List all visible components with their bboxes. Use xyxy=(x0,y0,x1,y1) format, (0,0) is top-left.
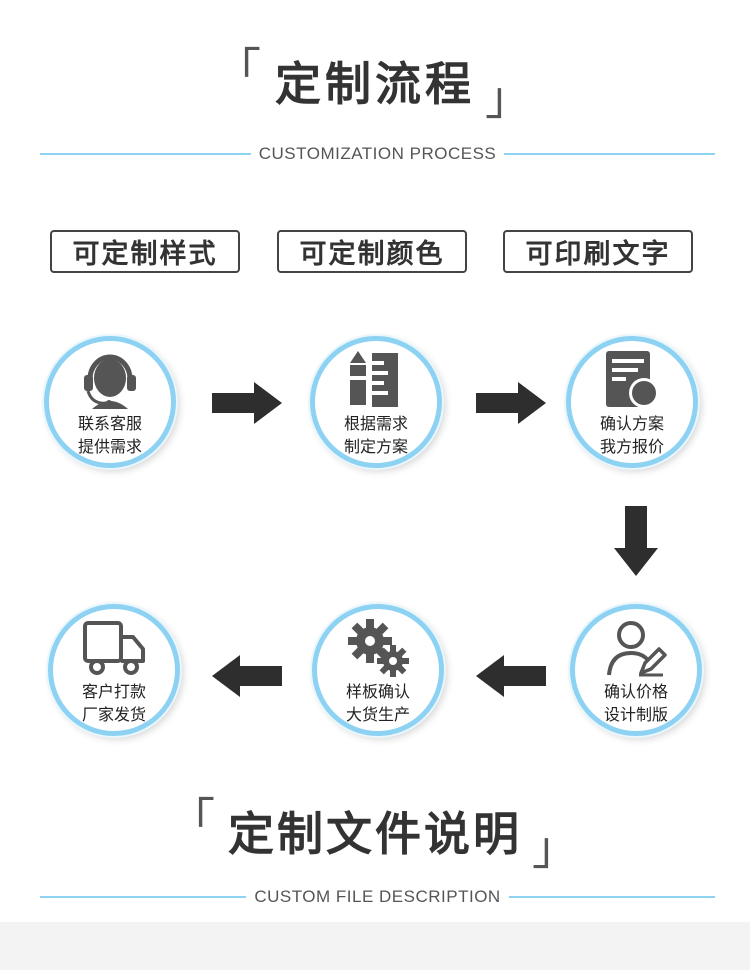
pencil-ruler-icon xyxy=(346,349,406,415)
step-label-line2: 设计制版 xyxy=(603,705,668,724)
step-label-line1: 联系客服 xyxy=(77,414,142,433)
subtitle-text: CUSTOMIZATION PROCESS xyxy=(258,144,497,163)
section-title-process: 「定制流程」 xyxy=(0,43,750,125)
gears-icon xyxy=(346,617,410,683)
step-label-line1: 根据需求 xyxy=(343,414,408,433)
subtitle-row-process: CUSTOMIZATION PROCESS xyxy=(40,144,716,164)
step-label-line1: 样板确认 xyxy=(345,682,410,701)
step-label-line2: 我方报价 xyxy=(599,437,664,456)
title-bracket-open: 「 xyxy=(215,43,265,97)
user-edit-icon xyxy=(605,617,667,683)
divider-line-right xyxy=(504,153,716,155)
step-label-line2: 制定方案 xyxy=(343,437,408,456)
headset-icon xyxy=(78,349,142,413)
divider-line-right xyxy=(508,896,716,898)
step-label-line2: 厂家发货 xyxy=(81,705,146,724)
step-label-line1: 确认方案 xyxy=(599,414,664,433)
arrow-left-icon xyxy=(476,655,546,697)
option-custom-color: 可定制颜色 xyxy=(277,230,467,273)
title-text: 定制文件说明 xyxy=(228,807,522,861)
step-sample-confirm: 样板确认 大货生产 xyxy=(312,604,444,736)
step-confirm-price: 确认价格 设计制版 xyxy=(570,604,702,736)
title-text: 定制流程 xyxy=(275,57,475,111)
step-payment-shipping: 客户打款 厂家发货 xyxy=(48,604,180,736)
title-bracket-close: 」 xyxy=(485,71,535,125)
divider-line-left xyxy=(40,896,247,898)
step-label-line2: 大货生产 xyxy=(345,705,410,724)
title-bracket-close: 」 xyxy=(532,821,581,875)
step-label-line1: 确认价格 xyxy=(603,682,668,701)
truck-icon xyxy=(81,617,147,681)
step-contact-service: 联系客服 提供需求 xyxy=(44,336,176,468)
subtitle-row-file-description: CUSTOM FILE DESCRIPTION xyxy=(40,887,716,907)
arrow-right-icon xyxy=(476,382,546,424)
arrow-left-icon xyxy=(212,655,282,697)
step-label-line1: 客户打款 xyxy=(81,682,146,701)
option-custom-style: 可定制样式 xyxy=(50,230,240,273)
arrow-down-icon xyxy=(614,506,658,576)
title-bracket-open: 「 xyxy=(169,793,218,847)
divider-line-left xyxy=(40,153,251,155)
document-icon xyxy=(602,349,662,415)
step-label-line2: 提供需求 xyxy=(77,437,142,456)
section-title-file-description: 「定制文件说明」 xyxy=(0,793,750,875)
option-print-text: 可印刷文字 xyxy=(503,230,693,273)
step-confirm-plan: 确认方案 我方报价 xyxy=(566,336,698,468)
step-make-plan: 根据需求 制定方案 xyxy=(310,336,442,468)
subtitle-text: CUSTOM FILE DESCRIPTION xyxy=(254,887,501,906)
bottom-band xyxy=(0,922,750,970)
arrow-right-icon xyxy=(212,382,282,424)
